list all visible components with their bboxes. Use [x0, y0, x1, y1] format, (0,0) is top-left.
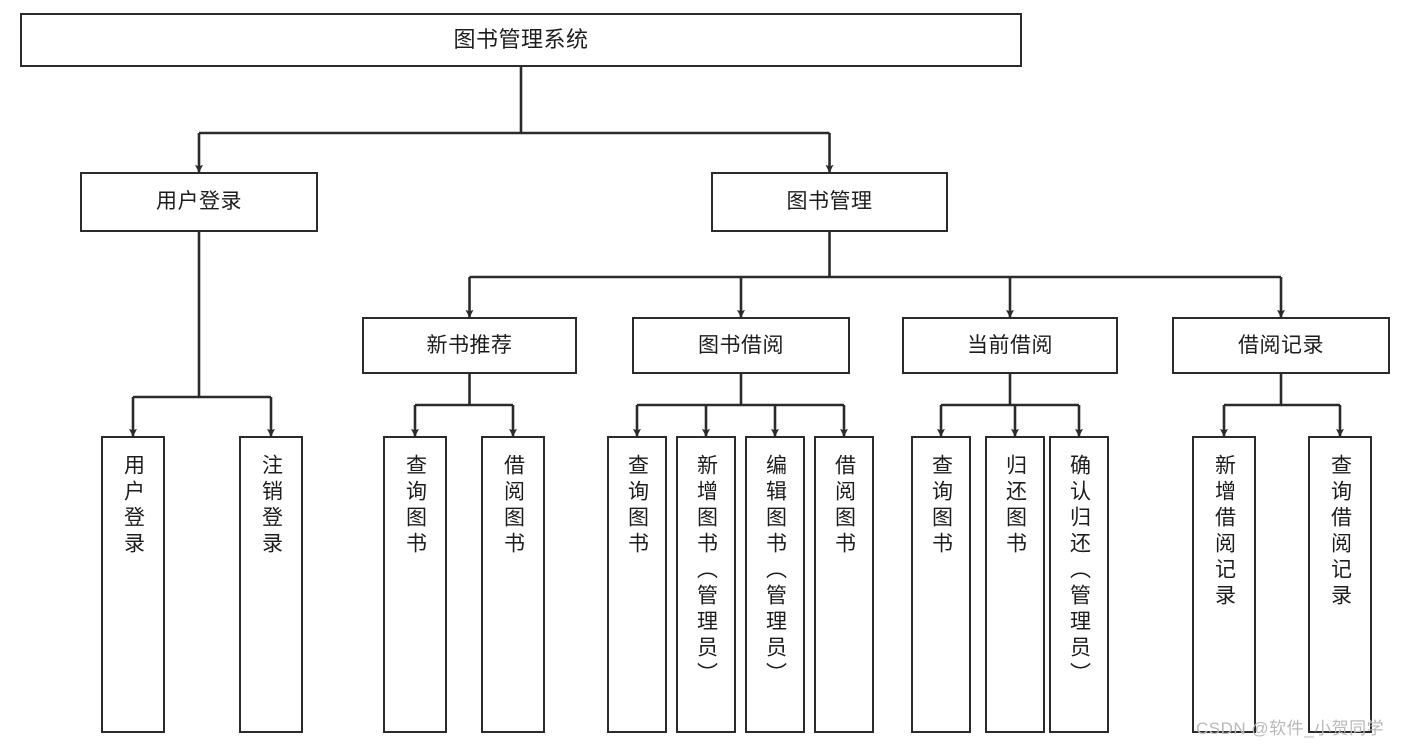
node-label-root: 图书管理系统	[453, 26, 589, 52]
node-leaf-cur-return[interactable]: 归还图书	[985, 436, 1045, 733]
node-leaf-rec-query[interactable]: 查询图书	[383, 436, 447, 733]
node-label-leaf-cur-confirm: 确认归还（管理员）	[1067, 454, 1091, 688]
node-leaf-cur-confirm[interactable]: 确认归还（管理员）	[1049, 436, 1109, 733]
node-label-book-borrow: 图书借阅	[698, 333, 784, 357]
node-book-mgmt[interactable]: 图书管理	[711, 172, 948, 232]
node-leaf-rec-borrow[interactable]: 借阅图书	[481, 436, 545, 733]
node-new-book-rec[interactable]: 新书推荐	[362, 317, 577, 374]
node-root[interactable]: 图书管理系统	[20, 13, 1022, 67]
node-label-user-login: 用户登录	[156, 190, 242, 214]
node-label-leaf-cur-query: 查询图书	[929, 454, 953, 558]
node-leaf-book-add[interactable]: 新增图书（管理员）	[676, 436, 736, 733]
node-leaf-rec-add[interactable]: 新增借阅记录	[1192, 436, 1256, 733]
node-label-leaf-rec-borrow: 借阅图书	[501, 454, 525, 558]
node-label-leaf-borrow-query: 查询图书	[625, 454, 649, 558]
node-borrow-record[interactable]: 借阅记录	[1172, 317, 1390, 374]
node-label-leaf-rec-query2: 查询借阅记录	[1328, 454, 1352, 610]
node-leaf-cur-query[interactable]: 查询图书	[911, 436, 971, 733]
node-label-book-mgmt: 图书管理	[786, 190, 873, 214]
node-current-borrow[interactable]: 当前借阅	[902, 317, 1118, 374]
node-label-leaf-user-logout: 注销登录	[259, 454, 283, 558]
node-label-leaf-rec-add: 新增借阅记录	[1212, 454, 1236, 610]
node-label-leaf-user-login: 用户登录	[121, 454, 145, 558]
edge-group	[129, 67, 1344, 437]
node-label-leaf-rec-query: 查询图书	[403, 454, 427, 558]
node-label-leaf-cur-return: 归还图书	[1003, 454, 1027, 558]
node-label-leaf-book-add: 新增图书（管理员）	[694, 454, 718, 688]
csdn-watermark: CSDN @软件_小贺同学	[1196, 719, 1385, 738]
node-leaf-book-borrow[interactable]: 借阅图书	[814, 436, 874, 733]
node-label-new-book-rec: 新书推荐	[426, 333, 513, 357]
node-leaf-user-logout[interactable]: 注销登录	[239, 436, 303, 733]
node-label-current-borrow: 当前借阅	[967, 333, 1053, 357]
node-label-leaf-book-edit: 编辑图书（管理员）	[763, 454, 787, 688]
node-leaf-borrow-query[interactable]: 查询图书	[607, 436, 667, 733]
node-label-borrow-record: 借阅记录	[1238, 333, 1324, 357]
node-book-borrow[interactable]: 图书借阅	[632, 317, 850, 374]
node-user-login[interactable]: 用户登录	[80, 172, 318, 232]
node-leaf-rec-query2[interactable]: 查询借阅记录	[1308, 436, 1372, 733]
node-label-leaf-book-borrow: 借阅图书	[832, 454, 856, 558]
node-leaf-book-edit[interactable]: 编辑图书（管理员）	[745, 436, 805, 733]
node-leaf-user-login[interactable]: 用户登录	[101, 436, 165, 733]
